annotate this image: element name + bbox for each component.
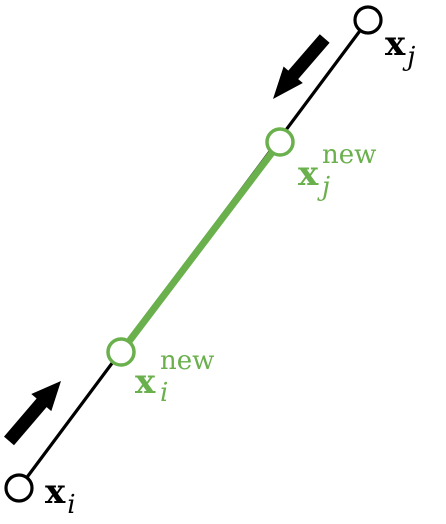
point-xi [4,473,34,503]
label-xj-new-sup: new [322,140,376,170]
label-xi-new-sup: new [160,346,214,376]
label-xi-new: x [135,362,156,402]
point-xi-new [106,337,136,367]
arrow-icon-lower [4,381,61,446]
arrow-icon-upper [273,34,330,99]
point-xj [353,5,383,35]
label-xi-new-sub: i [160,378,168,408]
point-xj-new [265,127,295,157]
new-segment [117,138,284,356]
label-xj: xj [385,24,415,72]
label-xj-new: x [298,154,319,194]
label-xi: xi [45,472,76,520]
label-xj-new-sub: j [317,172,330,202]
